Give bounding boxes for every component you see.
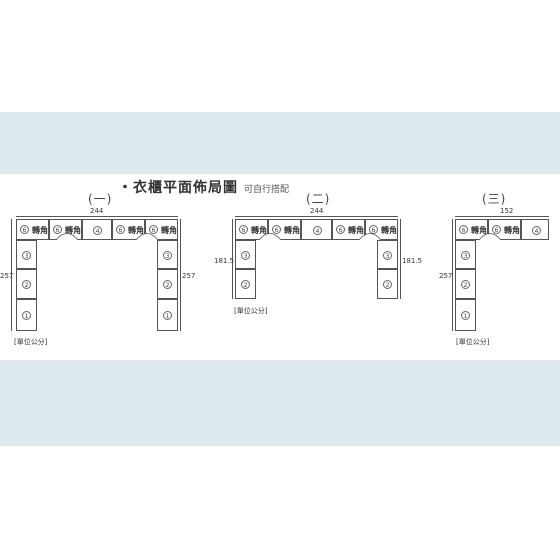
module-number-6: 6 [20, 225, 29, 234]
layout-2-left-dimension-line [232, 219, 233, 299]
layout-1-left-dimension-line [11, 219, 12, 331]
corner-label: 轉角 [251, 226, 267, 235]
layout-2-right-module-3: 3 [377, 240, 398, 269]
layout-2-width-dimension-line [235, 216, 398, 217]
module-number-3: 3 [383, 251, 392, 260]
layout-1-width-dimension-line [16, 216, 178, 217]
layout-2-right-module-2: 2 [377, 269, 398, 299]
module-number-6: 6 [239, 225, 248, 234]
layout-3-left-dimension-line [452, 219, 453, 331]
corner-label: 轉角 [161, 226, 177, 235]
module-number-6: 6 [272, 225, 281, 234]
layout-3-width-dimension: 152 [500, 207, 514, 215]
layout-1-unit-note: [單位公分] [14, 338, 48, 346]
module-number-2: 2 [22, 280, 31, 289]
layout-1-door-arcs [55, 233, 159, 241]
module-number-3: 3 [461, 251, 470, 260]
layout-2-left-module-3: 3 [235, 240, 256, 269]
layout-3-label: (三) [482, 192, 507, 206]
layout-2-corner-module-left: 6 轉角 [235, 219, 268, 240]
layout-1-left-module-1: 1 [16, 299, 37, 331]
layout-2-module-4: 4 [301, 219, 332, 240]
layout-3-module-1: 1 [455, 299, 476, 331]
layout-3-module-4: 4 [521, 219, 549, 240]
bottom-background-band [0, 360, 560, 446]
module-number-6: 6 [53, 225, 62, 234]
corner-label: 轉角 [348, 226, 364, 235]
corner-label: 轉角 [471, 226, 487, 235]
layout-1-left-module-2: 2 [16, 269, 37, 299]
layout-1-corner-module-right: 6 轉角 [112, 219, 145, 240]
layout-2-left-module-2: 2 [235, 269, 256, 299]
diagram-title: ・衣櫃平面佈局圖 [118, 180, 238, 196]
module-number-2: 2 [461, 280, 470, 289]
layout-1-right-dimension-line [180, 219, 181, 331]
top-background-band [0, 112, 560, 174]
diagram-subtitle: 可自行搭配 [244, 185, 290, 195]
layout-3-corner-module-1: 6 轉角 [455, 219, 488, 240]
corner-label: 轉角 [284, 226, 300, 235]
corner-label: 轉角 [65, 226, 81, 235]
layout-2-right-dimension: 181.5 [402, 257, 423, 265]
layout-2-left-dimension: 181.5 [214, 257, 235, 265]
content-area [0, 174, 560, 360]
module-number-6: 6 [149, 225, 158, 234]
module-number-2: 2 [383, 280, 392, 289]
layout-2-unit-note: [單位公分] [234, 307, 268, 315]
layout-1-left-dimension: 257 [0, 272, 14, 280]
layout-2-width-dimension: 244 [310, 207, 324, 215]
layout-3-door-arcs [478, 233, 502, 241]
layout-1-corner-module-left-2: 6 轉角 [49, 219, 82, 240]
module-number-3: 3 [22, 251, 31, 260]
layout-1-corner-module-right-2: 6 轉角 [145, 219, 178, 240]
layout-1-width-dimension: 244 [90, 207, 104, 215]
layout-1-right-module-3: 3 [157, 240, 178, 269]
module-number-1: 1 [163, 311, 172, 320]
module-number-6: 6 [369, 225, 378, 234]
layout-2-right-dimension-line [400, 219, 401, 299]
module-number-1: 1 [22, 311, 31, 320]
module-number-6: 6 [459, 225, 468, 234]
layout-3-module-2: 2 [455, 269, 476, 299]
module-number-2: 2 [163, 280, 172, 289]
layout-3-unit-note: [單位公分] [456, 338, 490, 346]
layout-3-module-3: 3 [455, 240, 476, 269]
layout-2-corner-module-right: 6 轉角 [332, 219, 365, 240]
module-number-3: 3 [241, 251, 250, 260]
layout-1-left-module-3: 3 [16, 240, 37, 269]
module-number-2: 2 [241, 280, 250, 289]
module-number-6: 6 [492, 225, 501, 234]
layout-1-right-module-1: 1 [157, 299, 178, 331]
layout-1-right-module-2: 2 [157, 269, 178, 299]
layout-3-corner-module-2: 6 轉角 [488, 219, 521, 240]
corner-label: 轉角 [504, 226, 520, 235]
layout-1-corner-module-left: 6 轉角 [16, 219, 49, 240]
layout-3-left-dimension: 257 [439, 272, 453, 280]
corner-label: 轉角 [128, 226, 144, 235]
layout-1-label: (一) [88, 192, 113, 206]
module-number-3: 3 [163, 251, 172, 260]
corner-label: 轉角 [381, 226, 397, 235]
module-number-6: 6 [116, 225, 125, 234]
module-number-1: 1 [461, 311, 470, 320]
layout-1-module-4: 4 [82, 219, 112, 240]
layout-2-door-arcs [258, 233, 382, 241]
layout-2-corner-module-left-2: 6 轉角 [268, 219, 301, 240]
module-number-4: 4 [93, 226, 102, 235]
layout-3-width-dimension-line [455, 216, 549, 217]
layout-2-label: (二) [306, 192, 331, 206]
module-number-6: 6 [336, 225, 345, 234]
module-number-4: 4 [313, 226, 322, 235]
layout-1-right-dimension: 257 [182, 272, 196, 280]
module-number-4: 4 [532, 226, 541, 235]
corner-label: 轉角 [32, 226, 48, 235]
